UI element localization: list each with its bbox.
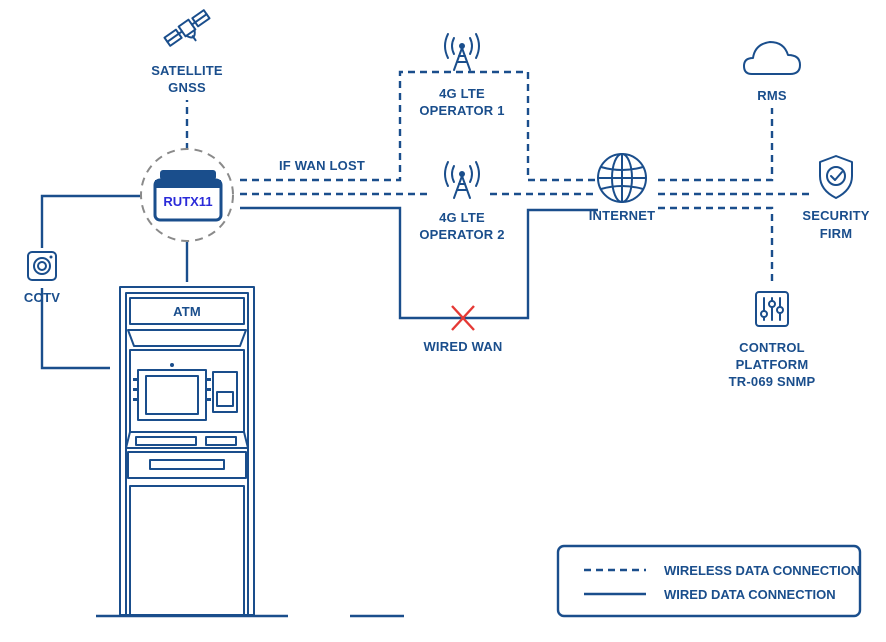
router-label: RUTX11 bbox=[163, 194, 212, 209]
lte2-label-1: 4G LTE bbox=[439, 210, 485, 225]
security-label-1: SECURITY bbox=[802, 208, 869, 223]
satellite-icon bbox=[163, 9, 211, 47]
wireless-link-control bbox=[658, 206, 774, 284]
satellite-label-2: GNSS bbox=[168, 80, 206, 95]
wireless-link-rms bbox=[658, 108, 774, 182]
legend-wired-label: WIRED DATA CONNECTION bbox=[664, 587, 836, 602]
control-label-3: TR-069 SNMP bbox=[729, 374, 816, 389]
lte1-label-1: 4G LTE bbox=[439, 86, 485, 101]
globe-icon bbox=[597, 153, 647, 203]
failure-cross-icon bbox=[451, 305, 475, 331]
lte1-label-2: OPERATOR 1 bbox=[419, 103, 504, 118]
sliders-control-icon bbox=[755, 291, 789, 327]
control-label-2: PLATFORM bbox=[736, 357, 809, 372]
cell-tower-icon bbox=[444, 161, 480, 199]
shield-check-icon bbox=[819, 155, 853, 199]
camera-icon bbox=[27, 251, 57, 281]
failover-label: IF WAN LOST bbox=[279, 158, 365, 173]
wired-link-wan bbox=[240, 206, 598, 320]
cctv-label: CCTV bbox=[24, 290, 60, 305]
cell-tower-icon bbox=[444, 33, 480, 71]
internet-label: INTERNET bbox=[589, 208, 656, 223]
wireless-link-lte1 bbox=[240, 70, 598, 182]
control-label-1: CONTROL bbox=[739, 340, 805, 355]
security-label-2: FIRM bbox=[820, 226, 853, 241]
rms-label: RMS bbox=[757, 88, 787, 103]
atm-label: ATM bbox=[173, 304, 201, 319]
wired-link-cctv bbox=[40, 194, 152, 370]
legend-box bbox=[556, 544, 862, 618]
legend: WIRELESS DATA CONNECTION WIRED DATA CONN… bbox=[556, 544, 862, 618]
lte2-label-2: OPERATOR 2 bbox=[419, 227, 504, 242]
cloud-icon bbox=[743, 41, 801, 75]
atm-machine-icon bbox=[96, 286, 404, 618]
router-icon bbox=[153, 170, 223, 222]
satellite-label-1: SATELLITE bbox=[151, 63, 223, 78]
legend-wireless-label: WIRELESS DATA CONNECTION bbox=[664, 563, 860, 578]
wired-wan-label: WIRED WAN bbox=[423, 339, 502, 354]
